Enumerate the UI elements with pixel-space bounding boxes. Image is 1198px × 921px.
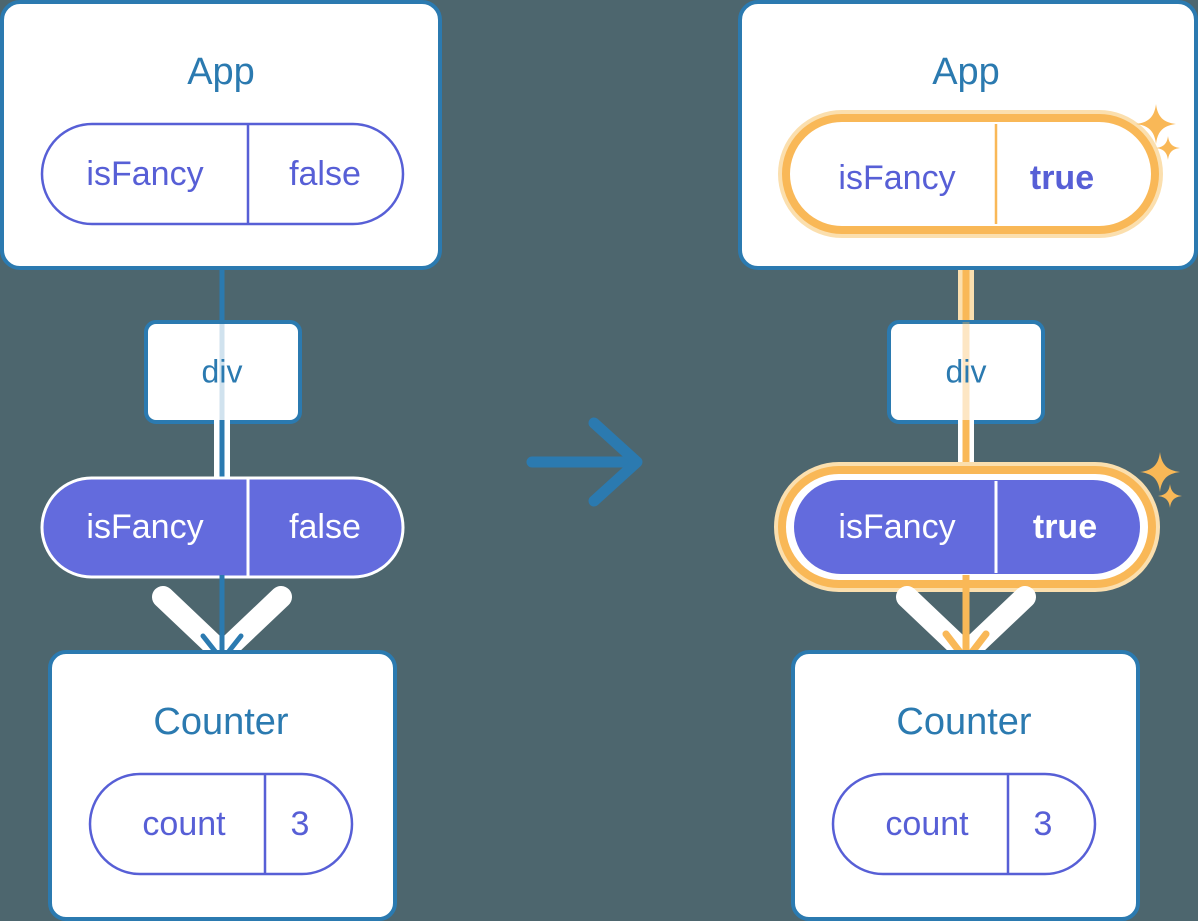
counter-state-pill-value-before: 3 — [291, 805, 310, 843]
prop-pill-before[interactable]: isFancy false — [40, 476, 405, 579]
app-state-pill-before[interactable]: isFancy false — [40, 122, 405, 226]
prop-pill-name-before: isFancy — [86, 508, 203, 546]
div-label-after: div — [946, 353, 987, 389]
counter-state-pill-value-after: 3 — [1034, 805, 1053, 843]
app-state-pill-name-after: isFancy — [838, 159, 955, 197]
transition-arrow — [526, 417, 643, 507]
counter-state-pill-before[interactable]: count 3 — [88, 772, 354, 876]
app-state-pill-after[interactable]: isFancy true — [778, 110, 1163, 238]
arrow-prop-to-counter-before — [152, 575, 292, 664]
app-state-pill-value-after: true — [1030, 159, 1094, 197]
panel-after: App isFancy true — [738, 0, 1198, 921]
prop-pill-name-after: isFancy — [838, 508, 955, 546]
counter-title-before: Counter — [153, 701, 289, 743]
panel-before: App isFancy false div — [0, 0, 442, 921]
prop-pill-value-before: false — [289, 508, 361, 546]
app-state-pill-name-before: isFancy — [86, 155, 203, 193]
sparkle-small-prop — [1158, 484, 1182, 508]
counter-title-after: Counter — [896, 701, 1032, 743]
counter-box-before: Counter count 3 — [48, 650, 397, 921]
counter-state-pill-name-after: count — [885, 805, 969, 843]
app-state-pill-value-before: false — [289, 155, 361, 193]
div-box-after: div — [887, 320, 1045, 424]
div-label-before: div — [202, 353, 243, 389]
prop-pill-after[interactable]: isFancy true — [774, 462, 1160, 592]
sparkle-large-prop — [1140, 452, 1180, 492]
counter-box-after: Counter count 3 — [791, 650, 1140, 921]
div-box-before: div — [144, 320, 302, 424]
prop-pill-value-after: true — [1033, 508, 1097, 546]
app-title-after: App — [932, 51, 1000, 93]
counter-state-pill-after[interactable]: count 3 — [831, 772, 1097, 876]
app-title-before: App — [187, 51, 255, 93]
counter-state-pill-name-before: count — [142, 805, 226, 843]
